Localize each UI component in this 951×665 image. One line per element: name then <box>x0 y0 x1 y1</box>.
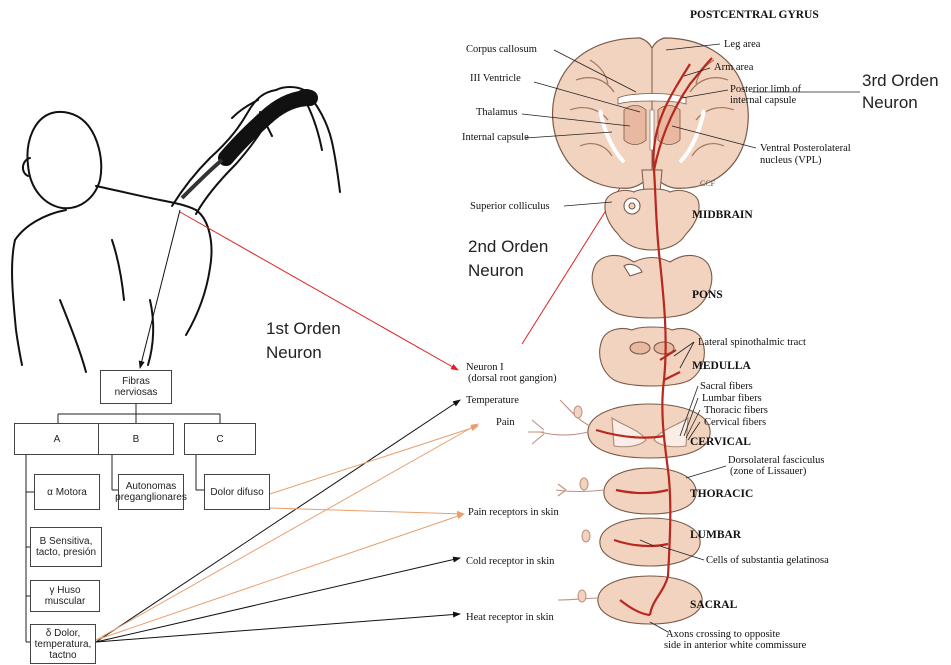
sacral-label: SACRAL <box>690 600 737 611</box>
cervical-label: CERVICAL <box>690 437 751 448</box>
gamma-huso-box: γ Huso muscular <box>30 580 100 612</box>
lumbar-fibers-label: Lumbar fibers <box>702 393 762 404</box>
fiber-a-box: A <box>14 423 100 455</box>
neuron-i-label-1: Neuron I <box>466 362 504 373</box>
fiber-c-box: C <box>184 423 256 455</box>
pain-receptors-label: Pain receptors in skin <box>468 507 559 518</box>
second-order-label-2: Neuron <box>468 260 524 282</box>
pain-label: Pain <box>496 417 515 428</box>
neuron-i-label-2: (dorsal root gangion) <box>468 373 557 384</box>
corpus-callosum-label: Corpus callosum <box>466 44 537 55</box>
postcentral-gyrus-title: POSTCENTRAL GYRUS <box>690 10 819 21</box>
midbrain-label: MIDBRAIN <box>692 210 753 221</box>
dorsolateral-label-2: (zone of Lissauer) <box>730 466 806 477</box>
axons-label-1: Axons crossing to opposite <box>666 629 780 640</box>
vpl-label-1: Ventral Posterolateral <box>760 143 851 154</box>
posterior-limb-label-2: internal capsule <box>730 95 796 106</box>
lateral-tract-label: Lateral spinothalmic tract <box>698 337 806 348</box>
axons-label-2: side in anterior white commissure <box>664 640 806 651</box>
third-order-label-2: Neuron <box>862 92 918 114</box>
heat-receptor-label: Heat receptor in skin <box>466 612 554 623</box>
fibras-nerviosas-box: Fibras nerviosas <box>100 370 172 404</box>
thalamus-label: Thalamus <box>476 107 517 118</box>
superior-colliculus-label: Superior colliculus <box>470 201 550 212</box>
temperature-label: Temperature <box>466 395 519 406</box>
posterior-limb-label-1: Posterior limb of <box>730 84 801 95</box>
arm-area-label: Arm area <box>714 62 753 73</box>
internal-capsule-label: Internal capsule <box>462 132 529 143</box>
medulla-label: MEDULLA <box>692 361 751 372</box>
sacral-fibers-label: Sacral fibers <box>700 381 753 392</box>
delta-dolor-box: δ Dolor, temperatura, tactno <box>30 624 96 664</box>
orange-arrows <box>96 424 478 640</box>
first-order-label-2: Neuron <box>266 342 322 364</box>
pons-label: PONS <box>692 290 723 301</box>
leg-area-label: Leg area <box>724 39 760 50</box>
dorsolateral-label-1: Dorsolateral fasciculus <box>728 455 825 466</box>
second-order-label-1: 2nd Orden <box>468 236 548 258</box>
third-order-label-1: 3rd Orden <box>862 70 939 92</box>
alpha-motora-box: α Motora <box>34 474 100 510</box>
autonomas-box: Autonomas preganglionares <box>118 474 184 510</box>
fiber-b-box: B <box>98 423 174 455</box>
vpl-label-2: nucleus (VPL) <box>760 155 822 166</box>
beta-sensitiva-box: Β Sensitiva, tacto, presión <box>30 527 102 567</box>
thoracic-fibers-label: Thoracic fibers <box>704 405 768 416</box>
dolor-difuso-box: Dolor difuso <box>204 474 270 510</box>
iii-ventricle-label: III Ventricle <box>470 73 521 84</box>
artist-signature: CCF <box>700 178 715 189</box>
first-order-label-1: 1st Orden <box>266 318 341 340</box>
cervical-fibers-label: Cervical fibers <box>704 417 766 428</box>
gelatinosa-label: Cells of substantia gelatinosa <box>706 555 829 566</box>
cold-receptor-label: Cold receptor in skin <box>466 556 554 567</box>
thoracic-label: THORACIC <box>690 489 753 500</box>
lumbar-label: LUMBAR <box>690 530 741 541</box>
